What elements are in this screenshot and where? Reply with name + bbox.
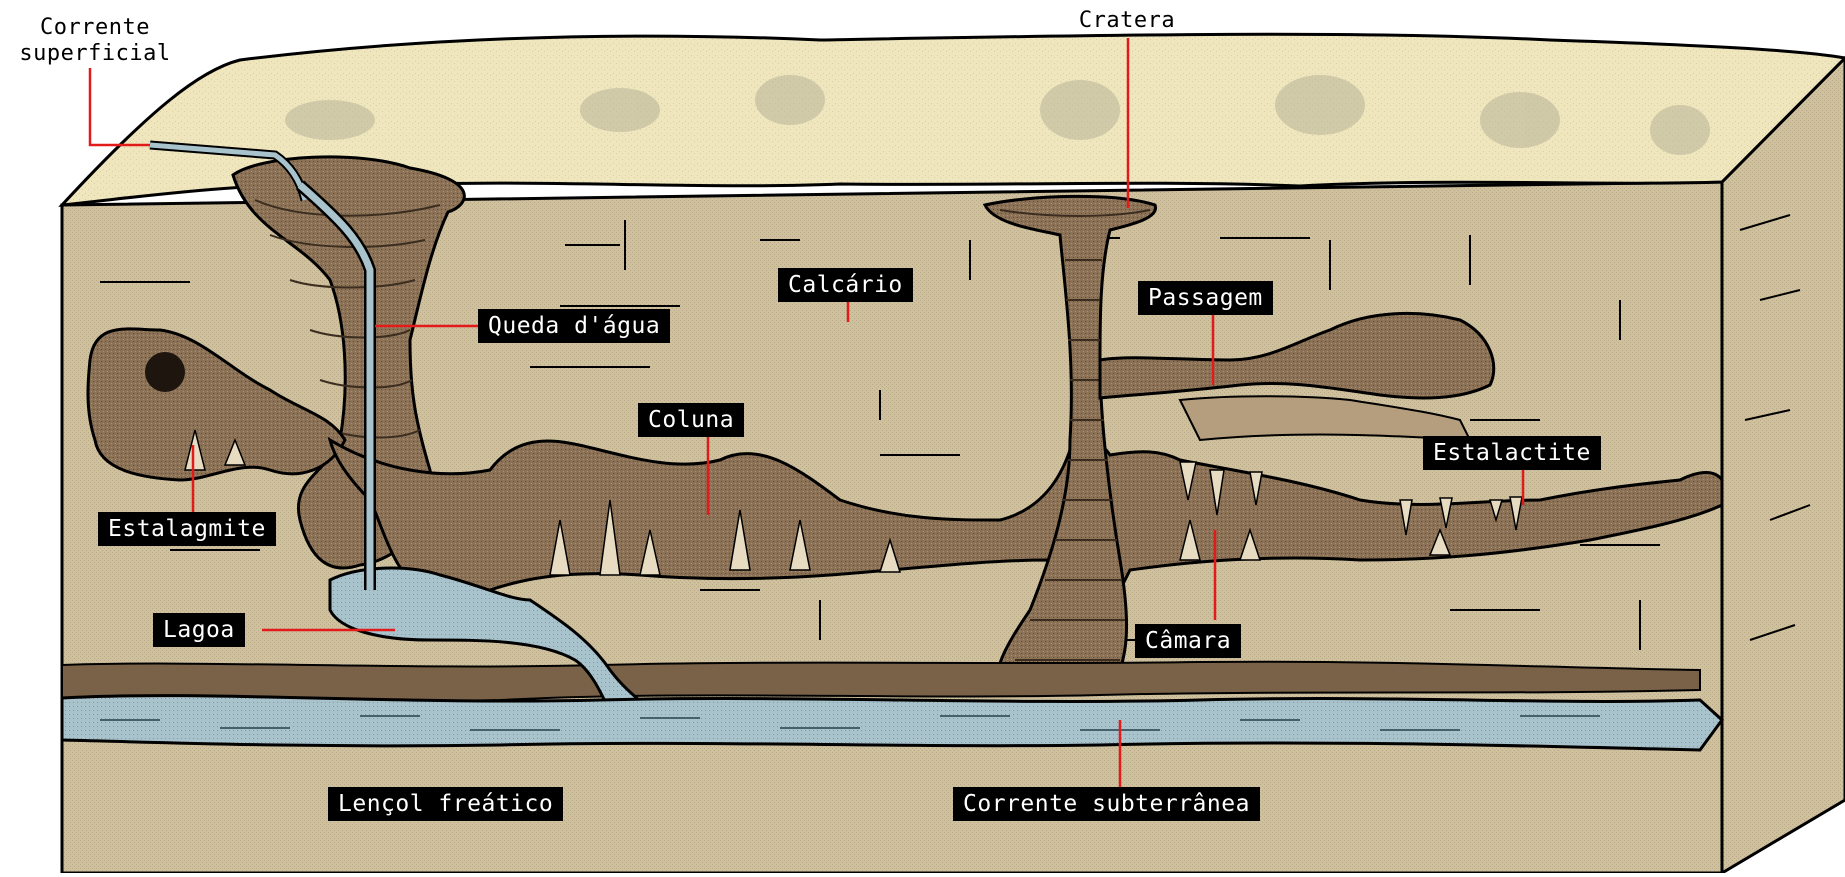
- label-coluna: Coluna: [638, 403, 744, 437]
- label-cratera: Cratera: [1062, 8, 1192, 34]
- label-passagem: Passagem: [1138, 281, 1273, 315]
- label-calcario: Calcário: [778, 268, 913, 302]
- label-corrente-subterranea: Corrente subterrânea: [953, 787, 1260, 821]
- label-camara: Câmara: [1135, 624, 1241, 658]
- label-estalactite: Estalactite: [1423, 436, 1601, 470]
- label-lencol-freatico: Lençol freático: [328, 787, 563, 821]
- label-corrente-superficial: Corrente superficial: [10, 15, 180, 67]
- label-queda-dagua: Queda d'água: [478, 309, 670, 343]
- label-corrente-superficial-line1: Corrente: [10, 15, 180, 41]
- label-corrente-superficial-line2: superficial: [10, 41, 180, 67]
- chamber-dark-spot: [145, 352, 185, 392]
- water-table-stream: [62, 696, 1722, 750]
- label-estalagmite: Estalagmite: [98, 512, 276, 546]
- block-side-face: [1722, 58, 1845, 873]
- label-lagoa: Lagoa: [153, 613, 245, 647]
